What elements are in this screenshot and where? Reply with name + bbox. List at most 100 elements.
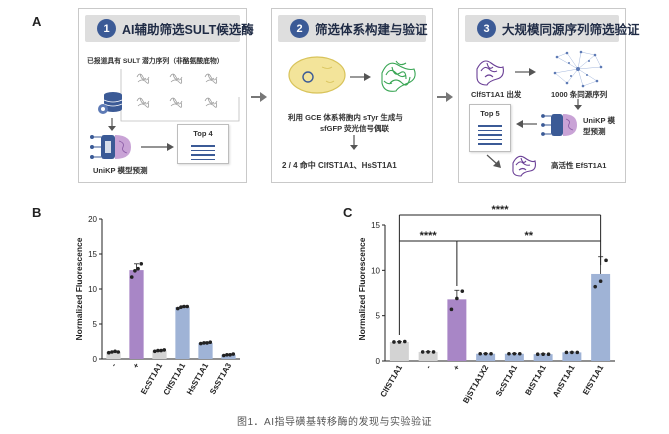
x-tick-label: BtST1A1 (523, 363, 548, 397)
flow-arrow-2-3-icon (437, 92, 453, 102)
data-point (507, 351, 511, 356)
x-tick-label: SsST1A3 (208, 361, 233, 396)
data-point (431, 350, 436, 354)
bar (533, 354, 553, 361)
data-point (604, 258, 608, 263)
bar (221, 354, 236, 359)
x-tick-label: ClfST1A1 (379, 363, 405, 399)
database-icon (98, 92, 123, 114)
step3-down-arrow-icon (574, 99, 582, 110)
panel-label-a: A (32, 14, 42, 29)
step2-result: 2 / 4 命中 ClfST1A1、HsST1A1 (282, 161, 397, 170)
data-point (228, 353, 232, 357)
x-tick-label: ScST1A1 (494, 363, 519, 398)
data-point (231, 352, 236, 356)
x-tick-label: EcST1A1 (139, 361, 164, 396)
data-point (564, 350, 569, 355)
step2-title: 筛选体系构建与验证 (315, 23, 428, 37)
y-tick-label: 5 (376, 312, 381, 321)
step3-start-label: ClfST1A1 出发 (471, 90, 522, 99)
step3-homolog-label: 1000 条同源序列 (551, 90, 608, 99)
data-point (593, 284, 598, 289)
data-point (202, 341, 206, 345)
x-tick-label: ClfST1A1 (162, 361, 188, 397)
step3-result: 高活性 EfST1A1 (551, 161, 607, 170)
bar (504, 353, 524, 361)
significance-left: **** (420, 230, 438, 242)
step1-subtitle: 已报道具有 SULT 潜力序列（非酪氨酸底物） (87, 58, 224, 65)
step2-box: 2 筛选体系构建与验证 利用 GCE 体系将胞内 sTyr 生成与 sfGFP … (271, 8, 433, 183)
data-point (575, 350, 580, 355)
data-point (489, 351, 493, 356)
homolog-network-icon (553, 50, 603, 88)
x-tick-label: - (109, 361, 118, 368)
figure-caption: 图1．AI指导磺基转移酶的发现与实验验证 (236, 417, 432, 428)
candidate-proteins-icon (136, 73, 218, 108)
step1-right-arrow-icon (141, 143, 174, 151)
data-point (182, 304, 186, 309)
data-point (116, 350, 121, 354)
y-tick-label: 0 (93, 355, 98, 364)
x-tick-label: AnST1A1 (551, 363, 577, 399)
data-point (133, 269, 137, 273)
bar (106, 352, 121, 359)
data-point (159, 348, 163, 353)
data-point (162, 348, 167, 352)
data-point (420, 350, 425, 354)
y-tick-label: 10 (371, 266, 380, 275)
step3-number: 3 (477, 19, 496, 38)
clfst1a1-protein-icon (476, 60, 504, 86)
panel-label-b: B (32, 205, 42, 220)
y-tick-label: 0 (376, 357, 381, 366)
step2-desc-line1: 利用 GCE 体系将胞内 sTyr 生成与 (288, 113, 403, 122)
step2-number: 2 (290, 19, 309, 38)
data-point (455, 296, 459, 301)
significance-top: **** (491, 205, 509, 216)
data-point (546, 352, 551, 356)
data-point (221, 353, 226, 358)
data-point (478, 351, 483, 356)
step1-title: AI辅助筛选SULT候选酶 (122, 23, 254, 37)
step1-down-arrow-icon (108, 118, 116, 131)
x-tick-label: + (451, 363, 461, 372)
chart-c-significance: ********** (398, 205, 602, 335)
efst1a1-protein-icon (512, 155, 536, 177)
data-point (139, 262, 144, 266)
step2-header: 2 筛选体系构建与验证 (278, 15, 428, 42)
bar (591, 273, 611, 361)
step3-top-card: Top 5 (469, 104, 511, 152)
bar (389, 341, 409, 361)
step3-header: 3 大规模同源序列筛选验证 (465, 15, 640, 42)
data-point (517, 351, 522, 356)
data-point (460, 289, 465, 293)
x-tick-label: BjST1A1X2 (461, 363, 490, 405)
ai-model-icon (90, 135, 131, 159)
step3-left-arrow-icon (516, 120, 537, 128)
data-point (225, 353, 229, 357)
bar (152, 350, 167, 359)
data-point (535, 352, 540, 356)
bar (447, 299, 467, 361)
step1-box: 1 AI辅助筛选SULT候选酶 已报道具有 SULT 潜力序列（非酪氨酸底物） (78, 8, 254, 183)
data-point (113, 349, 117, 354)
bar (129, 270, 144, 359)
step3-model-label-line1: UniKP 模 (583, 116, 615, 125)
step1-model-label: UniKP 模型预测 (93, 166, 148, 175)
x-tick-label: HsST1A1 (185, 361, 211, 396)
chart-c: Normalized Fluorescence 0 5 10 15 ClfST1A1-… (357, 205, 615, 405)
chart-c-ylabel: Normalized Fluorescence (357, 237, 367, 340)
cell-icon (288, 56, 346, 94)
data-point (175, 306, 180, 311)
data-point (185, 304, 190, 309)
y-tick-label: 15 (371, 221, 380, 230)
data-point (397, 340, 402, 344)
step3-diag-arrow-icon (486, 154, 501, 168)
chart-b-ylabel: Normalized Fluorescence (74, 237, 84, 340)
chart-b-bars (106, 262, 236, 359)
step3-right-arrow-icon (515, 68, 536, 76)
step2-right-arrow-icon (350, 73, 371, 81)
flow-arrow-1-2-icon (251, 92, 267, 102)
data-point (570, 350, 574, 355)
